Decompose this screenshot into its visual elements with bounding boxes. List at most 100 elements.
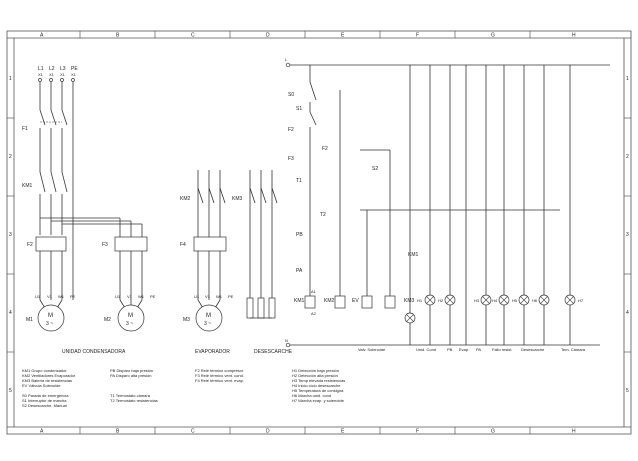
motor-m1: U1 V1 W1 PE M 3 ~ M1: [26, 280, 76, 332]
svg-text:X1: X1: [49, 72, 55, 77]
svg-text:S2: S2: [372, 166, 378, 172]
svg-text:PA: PA: [296, 268, 303, 274]
svg-text:M: M: [206, 313, 211, 319]
svg-text:H2 Detección alta presión: H2 Detección alta presión: [292, 373, 338, 378]
svg-text:W1: W1: [216, 294, 223, 299]
row-labels: 1 2 3 4 5 1 2 3 4 5: [7, 76, 631, 394]
svg-text:F2 Relé térmico compresor: F2 Relé térmico compresor: [195, 368, 244, 373]
svg-text:U1: U1: [35, 294, 41, 299]
col-label: C: [191, 429, 195, 435]
svg-text:F2: F2: [322, 146, 328, 152]
f2-thermal-relay: F2: [27, 236, 67, 280]
f3-branch: F3: [40, 217, 148, 280]
svg-text:M: M: [128, 313, 133, 319]
svg-text:H1 Detección baja presión: H1 Detección baja presión: [292, 368, 339, 373]
svg-text:KM1: KM1: [294, 298, 305, 304]
svg-text:KM1: KM1: [408, 252, 419, 258]
svg-text:S2 Desescarche, Manual: S2 Desescarche, Manual: [22, 403, 67, 408]
svg-text:3 ~: 3 ~: [126, 321, 133, 327]
svg-text:EV Válvula Solenoide: EV Válvula Solenoide: [22, 383, 61, 388]
svg-text:KM2: KM2: [180, 196, 191, 202]
svg-text:PB Disparo baja presión: PB Disparo baja presión: [110, 368, 153, 373]
svg-text:PB: PB: [447, 347, 453, 352]
motor-m2: U1 V1 W1 PE M 3 ~ M2: [104, 280, 156, 332]
svg-text:3: 3: [626, 232, 629, 238]
svg-text:Tem. Cámara: Tem. Cámara: [561, 347, 586, 352]
col-label: E: [341, 33, 345, 39]
col-label: B: [116, 33, 120, 39]
svg-text:L1: L1: [38, 66, 44, 72]
svg-text:H3: H3: [474, 298, 480, 303]
svg-text:PA Disparo alta presión: PA Disparo alta presión: [110, 373, 152, 378]
svg-text:KM3: KM3: [404, 298, 415, 304]
svg-text:H4 Inicio ciclo desescarche: H4 Inicio ciclo desescarche: [292, 383, 341, 388]
svg-text:M2: M2: [104, 317, 111, 323]
svg-text:V1: V1: [127, 294, 133, 299]
svg-text:M1: M1: [26, 317, 33, 323]
outer-frame: [6, 30, 632, 435]
col-label: F: [416, 33, 419, 39]
svg-text:X1: X1: [60, 72, 66, 77]
svg-text:3: 3: [9, 232, 12, 238]
svg-text:H2: H2: [438, 298, 444, 303]
svg-text:T1: T1: [296, 178, 302, 184]
svg-text:N: N: [285, 338, 288, 343]
section-evaporator-title: EVAPORADOR: [195, 349, 230, 355]
svg-text:V1: V1: [205, 294, 211, 299]
svg-text:F2: F2: [288, 127, 294, 133]
col-label: H: [572, 429, 576, 435]
svg-text:U1: U1: [115, 294, 121, 299]
svg-text:H1: H1: [417, 298, 423, 303]
svg-text:X1: X1: [38, 72, 44, 77]
svg-text:F4 Relé térmico vent. evap.: F4 Relé térmico vent. evap.: [195, 378, 244, 383]
svg-text:KM1: KM1: [22, 183, 33, 189]
svg-text:Valv. Solenoide: Valv. Solenoide: [358, 347, 386, 352]
svg-text:3 ~: 3 ~: [46, 321, 53, 327]
section-condensing-title: UNIDAD CONDENSADORA: [62, 349, 126, 355]
column-labels-bottom: A B C D E F G H: [40, 429, 576, 435]
svg-text:S1: S1: [296, 106, 302, 112]
svg-text:M3: M3: [183, 317, 190, 323]
svg-text:F3: F3: [288, 156, 294, 162]
svg-text:H4: H4: [492, 298, 498, 303]
svg-text:Unid. Cond: Unid. Cond: [416, 347, 436, 352]
col-label: D: [266, 33, 270, 39]
svg-text:F2: F2: [27, 242, 33, 248]
svg-text:S0: S0: [288, 92, 294, 98]
svg-text:Desescarche: Desescarche: [521, 347, 545, 352]
svg-text:KM3: KM3: [232, 196, 243, 202]
svg-text:KM2 Ventiladores Evaporador: KM2 Ventiladores Evaporador: [22, 373, 76, 378]
svg-text:H6: H6: [532, 298, 538, 303]
svg-text:PE: PE: [71, 66, 78, 72]
km1-contactor: KM1: [22, 171, 68, 235]
svg-text:F3 Relé térmico vent. cond.: F3 Relé térmico vent. cond.: [195, 373, 244, 378]
svg-text:F4: F4: [180, 242, 186, 248]
svg-text:2: 2: [626, 154, 629, 160]
column-dividers: [79, 31, 531, 434]
svg-text:5: 5: [626, 388, 629, 394]
svg-text:S0 Parada de emergencia: S0 Parada de emergencia: [22, 393, 69, 398]
svg-text:L: L: [285, 57, 288, 62]
svg-text:KM2: KM2: [324, 298, 335, 304]
svg-text:Fallo resist.: Fallo resist.: [492, 347, 512, 352]
svg-text:A2: A2: [311, 311, 317, 316]
svg-text:H5 Temperatura de consigna: H5 Temperatura de consigna: [292, 388, 344, 393]
svg-text:T2: T2: [320, 212, 326, 218]
col-label: G: [491, 33, 495, 39]
indicator-lamps: H1 H2 H3 H4 H5 H6 H7: [404, 65, 584, 345]
svg-text:PE: PE: [150, 294, 156, 299]
svg-text:PE: PE: [228, 294, 234, 299]
svg-text:L3: L3: [60, 66, 66, 72]
legend-col-1: KM1 Grupo condensador KM2 Ventiladores E…: [22, 368, 76, 408]
svg-text:A1: A1: [311, 289, 317, 294]
control-spine: S0 S1 F2 F3 T1 PB PA KM1 A1 A2: [288, 65, 317, 316]
svg-text:T1 Termostato cámara: T1 Termostato cámara: [110, 393, 151, 398]
svg-text:5: 5: [9, 388, 12, 394]
svg-text:3 ~: 3 ~: [204, 321, 211, 327]
legend-col-4: H1 Detección baja presión H2 Detección a…: [292, 368, 345, 403]
svg-text:H5: H5: [512, 298, 518, 303]
svg-text:L2: L2: [49, 66, 55, 72]
col-label: B: [116, 429, 120, 435]
svg-text:PB: PB: [296, 232, 303, 238]
